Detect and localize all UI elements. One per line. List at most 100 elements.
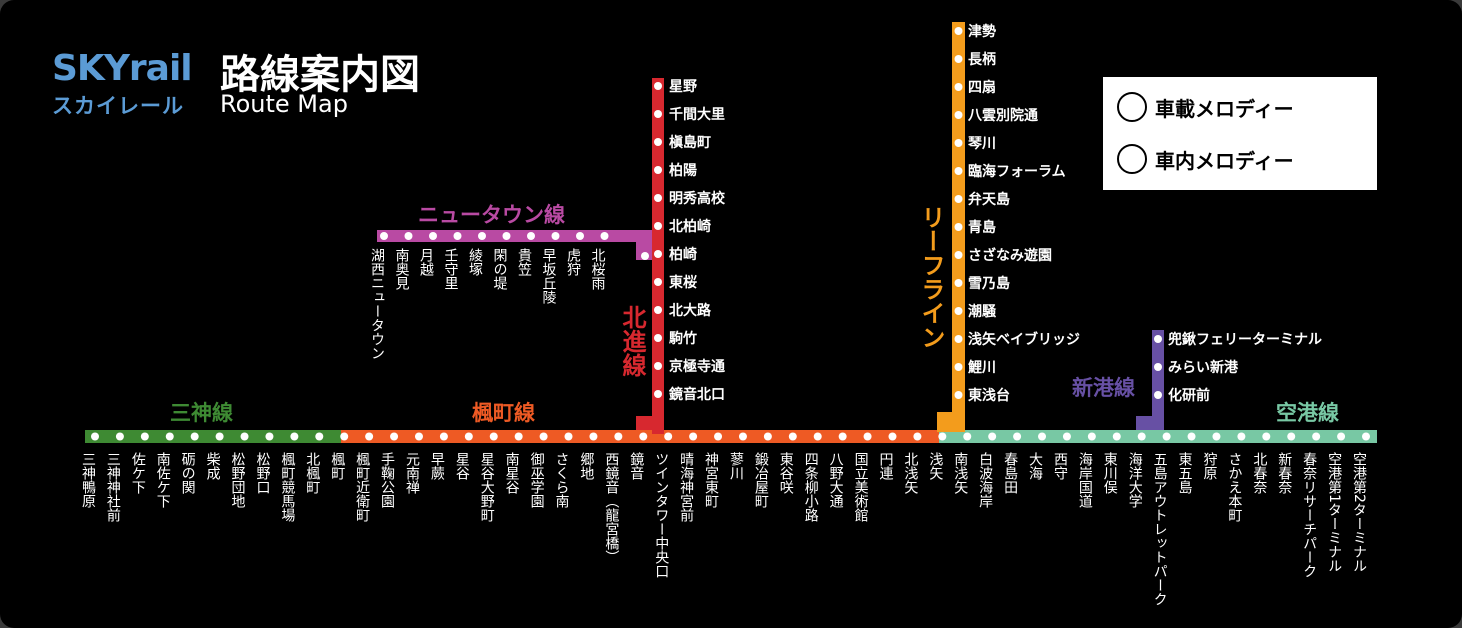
trunk-station-dot <box>1362 432 1370 441</box>
trunk-station-dot <box>589 432 598 441</box>
trunk-station-dot <box>664 432 673 441</box>
trunk-station-dot <box>190 432 199 441</box>
newtown-station-dot <box>600 232 609 240</box>
leaf-station-dot <box>954 195 963 203</box>
trunk-station-dot <box>215 432 224 441</box>
newtown-station-label: 貴笠 <box>516 248 532 276</box>
hokushin-station-label: 千間大里 <box>669 106 725 123</box>
trunk-station-label: 三神神社前 <box>105 452 121 523</box>
hokushin-station-dot <box>654 362 662 370</box>
leaf-station-dot <box>954 139 963 147</box>
hokushin-station-dot <box>654 166 662 174</box>
hokushin-station-label: 槇島町 <box>669 134 711 151</box>
leaf-station-dot <box>954 363 963 371</box>
melody-circle-icon <box>1117 144 1147 174</box>
leaf-station-dot <box>954 307 963 315</box>
legend-box: 車載メロディー 車内メロディー <box>1103 77 1377 190</box>
hokushin-station-label: 星野 <box>669 79 697 95</box>
newtown-junction-dot <box>641 252 649 260</box>
trunk-station-label: 円連 <box>877 452 893 481</box>
newtown-station-label: 湖西ニュータウン <box>369 248 385 360</box>
newtown-station-dot <box>404 232 413 240</box>
trunk-station-dot <box>788 432 797 441</box>
trunk-station-label: 春奈リサーチパーク <box>1301 452 1317 578</box>
newtown-station-label: 閑の堤 <box>492 248 508 291</box>
trunk-station-dot <box>639 432 648 441</box>
trunk-station-label: 楓町 <box>329 452 345 480</box>
leaf-station-dot <box>954 391 963 399</box>
trunk-station-label: 鍛冶屋町 <box>753 452 769 508</box>
trunk-station-label: 神宮東町 <box>703 452 719 508</box>
trunk-station-label: さくら南 <box>554 452 570 508</box>
trunk-station-dot <box>988 432 997 441</box>
trunk-station-label: 御巫学園 <box>529 452 545 508</box>
trunk-station-label: 北浅矢 <box>902 452 918 494</box>
trunk-station-label: 四条柳小路 <box>803 452 819 522</box>
trunk-station-dot <box>863 432 872 441</box>
leaf-line-bar <box>952 22 965 412</box>
trunk-station-label: 五島アウトレットパーク <box>1152 452 1168 606</box>
leaf-station-dot <box>954 83 963 91</box>
trunk-station-dot <box>365 432 374 441</box>
shinko-station-label: 化研前 <box>1168 387 1210 404</box>
trunk-station-label: 星谷 <box>454 452 470 480</box>
shinko-station-label: みらい新港 <box>1168 359 1239 376</box>
trunk-station-label: 手鞠公園 <box>379 452 395 508</box>
newtown-station-label: 南奥見 <box>394 248 410 291</box>
shinko-line-name: 新港線 <box>1072 376 1135 400</box>
trunk-station-dot <box>938 432 947 441</box>
trunk-station-dot <box>489 432 498 441</box>
trunk-station-label: 南星谷 <box>504 452 520 494</box>
leaf-station-label: 津勢 <box>968 23 996 40</box>
hokushin-station-label: 鏡音北口 <box>669 386 725 403</box>
trunk-station-label: さかえ本町 <box>1226 452 1242 522</box>
trunk-station-dot <box>763 432 772 441</box>
trunk-station-label: ツインタワー中央口 <box>653 452 669 578</box>
hokushin-station-dot <box>654 278 662 286</box>
trunk-station-label: 新春奈 <box>1276 452 1292 494</box>
leaf-station-label: 雪乃島 <box>968 275 1010 292</box>
page-subtitle: Route Map <box>220 90 348 118</box>
trunk-station-label: 楓町競馬場 <box>279 452 295 522</box>
trunk-station-label: 白波海岸 <box>977 452 993 508</box>
newtown-line-name: ニュータウン線 <box>418 203 565 227</box>
leaf-station-label: 青島 <box>968 219 996 236</box>
hokushin-station-label: 柏崎 <box>669 246 697 263</box>
trunk-station-label: 八野大通 <box>828 452 844 509</box>
trunk-station-dot <box>1237 432 1246 441</box>
hokushin-station-dot <box>654 250 662 258</box>
leaf-station-label: 東浅台 <box>968 387 1010 404</box>
newtown-station-label: 綾塚 <box>467 248 483 276</box>
leaf-station-label: 四扇 <box>968 79 996 96</box>
shinko-line-bar <box>1152 330 1164 430</box>
hokushin-station-dot <box>654 138 662 146</box>
legend-item-onboard: 車載メロディー <box>1117 87 1294 127</box>
newtown-station-dot <box>551 232 560 240</box>
hokushin-station-dot <box>654 222 662 230</box>
hokushin-station-dot <box>654 306 662 314</box>
hokushin-station-label: 東桜 <box>669 274 697 291</box>
leaf-line-connector <box>937 412 965 432</box>
trunk-station-dot <box>1337 432 1346 441</box>
trunk-station-label: 狩原 <box>1201 452 1217 480</box>
trunk-station-label: 早蕨 <box>429 452 445 480</box>
trunk-station-dot <box>689 432 698 441</box>
newtown-station-dot <box>429 232 437 240</box>
kaedemachi-line-name: 楓町線 <box>472 401 535 425</box>
trunk-station-dot <box>439 432 448 441</box>
trunk-station-dot <box>1212 432 1221 441</box>
leaf-station-label: 弁天島 <box>968 191 1010 208</box>
shinko-station-dot <box>1154 335 1162 343</box>
leaf-station-label: 潮騒 <box>968 303 997 320</box>
trunk-station-label: 海洋大学 <box>1127 452 1143 508</box>
shinko-station-label: 兜鍬フェリーターミナル <box>1168 331 1322 348</box>
leaf-station-dot <box>954 279 963 287</box>
sanjin-line-bar <box>85 430 343 443</box>
trunk-station-dot <box>1137 432 1146 441</box>
hokushin-station-label: 北大路 <box>669 302 712 319</box>
trunk-station-dot <box>240 432 249 441</box>
trunk-station-dot <box>888 432 897 441</box>
trunk-station-label: 浅矢 <box>927 452 943 480</box>
